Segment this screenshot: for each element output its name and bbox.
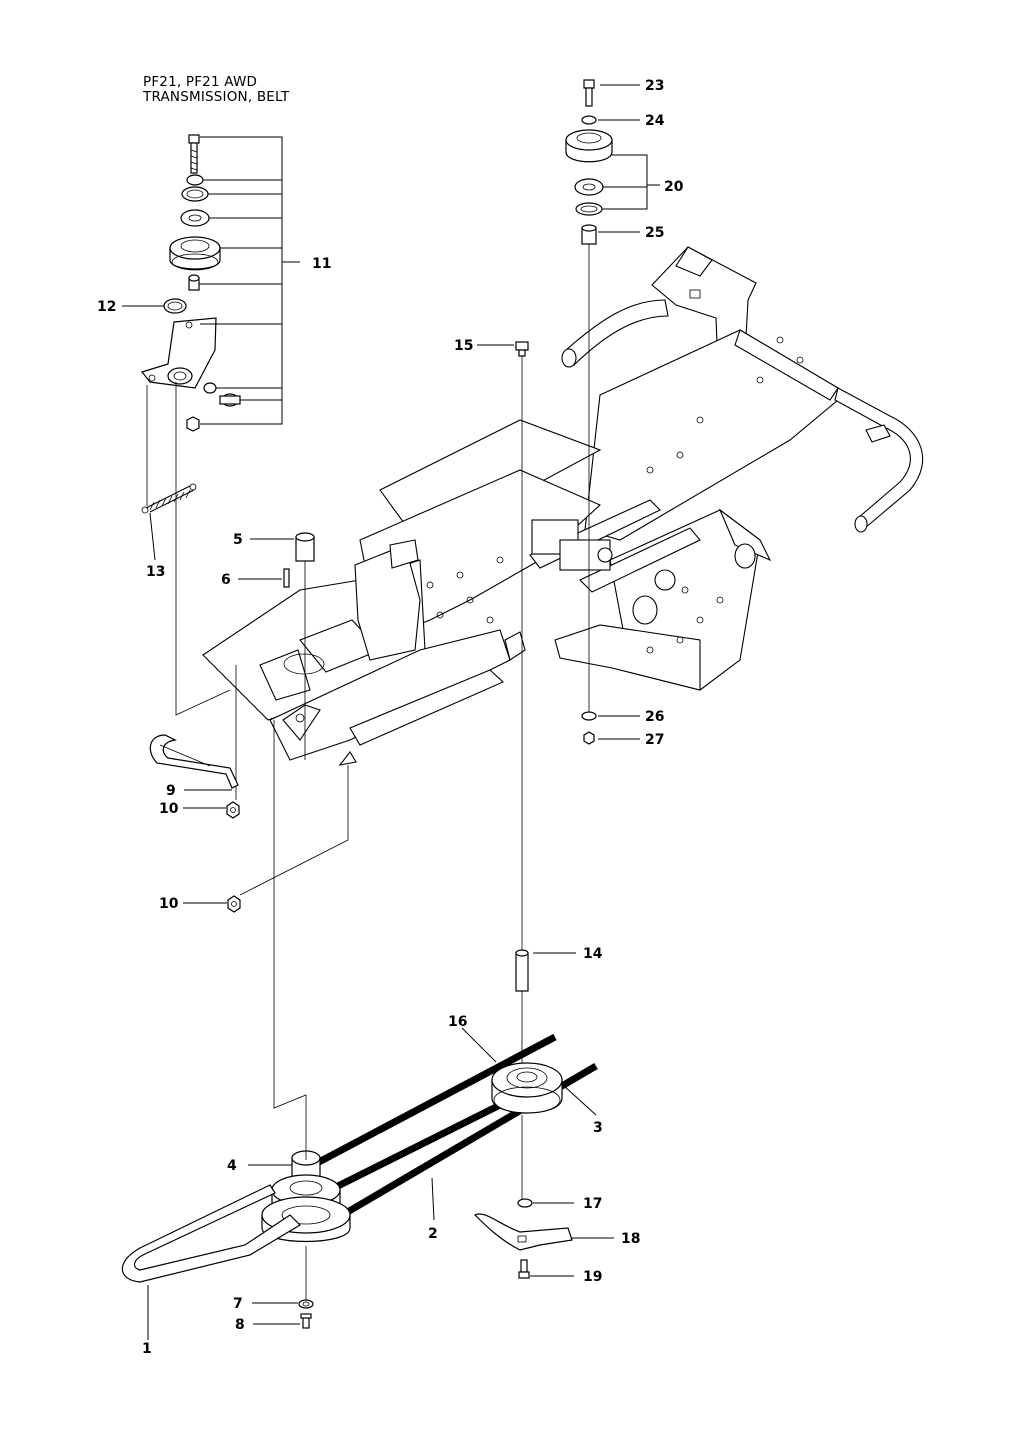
- callout-14: 14: [583, 946, 603, 962]
- callout-23: 23: [645, 78, 664, 94]
- callout-18: 18: [621, 1231, 640, 1247]
- callout-7: 7: [233, 1296, 243, 1312]
- spacer-5: [295, 532, 315, 562]
- callout-8: 8: [235, 1317, 245, 1333]
- axis-line-5: [273, 561, 307, 1160]
- snap-ring-12: [163, 298, 187, 314]
- callout-27: 27: [645, 732, 664, 748]
- pin-6: [283, 568, 290, 588]
- callout-2: 2: [428, 1226, 438, 1242]
- belt-guide-1: [121, 1184, 301, 1283]
- callout-13: 13: [146, 564, 165, 580]
- tension-rod: [149, 734, 239, 789]
- title-section: TRANSMISSION, BELT: [143, 89, 290, 105]
- title-model: PF21, PF21 AWD: [143, 74, 258, 90]
- callout-1: 1: [142, 1341, 152, 1357]
- callout-20: 20: [664, 179, 684, 195]
- callout-15: 15: [454, 338, 473, 354]
- bolt-19: [518, 1259, 530, 1279]
- callout-bracket-11: [199, 136, 300, 425]
- nut-10-upper: [226, 801, 240, 819]
- bolt-8: [300, 1313, 312, 1329]
- callout-19: 19: [583, 1269, 602, 1285]
- callout-4: 4: [227, 1158, 237, 1174]
- callout-leaders: [122, 84, 640, 1340]
- tension-spring: [141, 483, 197, 514]
- callout-17: 17: [583, 1196, 602, 1212]
- callout-25: 25: [645, 225, 664, 241]
- callout-labels: 23 24 20 25 11 12 15 5 13 6 26 27 9 10 1…: [97, 78, 684, 1357]
- washer-26: [581, 711, 597, 721]
- belt-guide-18: [473, 1213, 573, 1251]
- callout-9: 9: [166, 783, 176, 799]
- callout-3: 3: [593, 1120, 603, 1136]
- callout-bracket-20: [602, 154, 660, 210]
- callout-10-upper: 10: [159, 801, 179, 817]
- callout-26: 26: [645, 709, 664, 725]
- callout-6: 6: [221, 572, 231, 588]
- nut-27: [583, 731, 595, 745]
- callout-16: 16: [448, 1014, 467, 1030]
- callout-5: 5: [233, 532, 243, 548]
- nut-guide-line: [239, 765, 349, 896]
- chassis-frame: [202, 246, 924, 766]
- bolt-15: [515, 341, 529, 357]
- washer-17: [517, 1198, 533, 1208]
- upper-idler-stack: [565, 79, 613, 716]
- driven-pulley-16: [491, 1062, 563, 1114]
- callout-24: 24: [645, 113, 665, 129]
- callout-12: 12: [97, 299, 116, 315]
- diagram-title: PF21, PF21 AWD TRANSMISSION, BELT: [143, 75, 289, 105]
- assembly-guide-lines: [146, 382, 237, 800]
- washer-7: [298, 1299, 314, 1309]
- spacer-14: [515, 949, 529, 992]
- idler-tensioner-assembly: [140, 134, 241, 432]
- nut-10-lower: [227, 895, 241, 913]
- callout-10-lower: 10: [159, 896, 179, 912]
- callout-11: 11: [312, 256, 331, 272]
